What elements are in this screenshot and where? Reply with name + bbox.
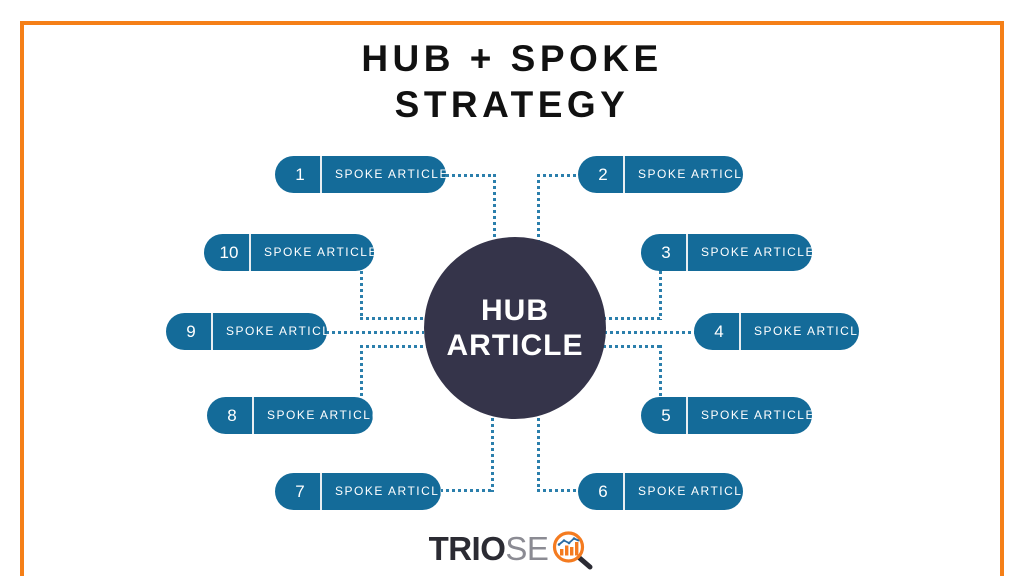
spoke-node-1[interactable]: 1 SPOKE ARTICLE <box>275 156 446 193</box>
spoke-node-5[interactable]: 5 SPOKE ARTICLE <box>641 397 812 434</box>
spoke-divider-4 <box>739 313 741 350</box>
connector-spoke-4-horizontal <box>604 331 702 334</box>
connector-spoke-2-horizontal <box>537 174 587 177</box>
spoke-label-8: SPOKE ARTICLE <box>267 408 373 422</box>
trioseo-logo[interactable]: TRIO SE <box>0 528 1024 570</box>
connector-spoke-2-vertical <box>537 174 540 244</box>
spoke-label-9: SPOKE ARTICLE <box>226 324 327 338</box>
spoke-number-10: 10 <box>219 243 239 262</box>
page-title: HUB + SPOKE STRATEGY <box>361 38 663 126</box>
spoke-label-2: SPOKE ARTICLE <box>638 167 743 181</box>
spoke-node-6[interactable]: 6 SPOKE ARTICLE <box>578 473 743 510</box>
spoke-number-7: 7 <box>295 482 305 501</box>
spoke-divider-9 <box>211 313 213 350</box>
connector-spoke-3-horizontal <box>603 317 662 320</box>
spoke-node-3[interactable]: 3 SPOKE ARTICLE <box>641 234 812 271</box>
spoke-divider-10 <box>249 234 251 271</box>
spoke-node-4[interactable]: 4 SPOKE ARTICLE <box>694 313 859 350</box>
spoke-label-7: SPOKE ARTICLE <box>335 484 441 498</box>
spoke-number-8: 8 <box>227 406 237 425</box>
spoke-divider-8 <box>252 397 254 434</box>
spoke-node-2[interactable]: 2 SPOKE ARTICLE <box>578 156 743 193</box>
magnifying-glass-bar-chart-icon <box>553 531 593 570</box>
connector-spoke-10-horizontal <box>360 317 428 320</box>
connector-spoke-5-vertical <box>659 345 662 398</box>
connector-spoke-6-vertical <box>537 412 540 492</box>
spoke-number-4: 4 <box>714 322 724 341</box>
hub-title-line-2: ARTICLE <box>446 329 584 362</box>
hub-title-line-1: HUB <box>481 293 549 327</box>
spoke-node-10[interactable]: 10 SPOKE ARTICLE <box>204 234 374 271</box>
logo-text-se: SE <box>505 530 549 567</box>
connector-spoke-3-vertical <box>659 271 662 320</box>
spoke-divider-2 <box>623 156 625 193</box>
spoke-number-2: 2 <box>598 165 608 184</box>
spoke-number-1: 1 <box>295 165 305 184</box>
connector-spoke-6-horizontal <box>537 489 591 492</box>
spoke-node-7[interactable]: 7 SPOKE ARTICLE <box>275 473 441 510</box>
connector-spoke-10-vertical <box>360 271 363 320</box>
connector-spoke-7-horizontal <box>440 489 494 492</box>
spoke-number-6: 6 <box>598 482 608 501</box>
connector-spoke-5-horizontal <box>603 345 662 348</box>
spoke-number-3: 3 <box>661 243 671 262</box>
logo-text-trio: TRIO <box>428 530 506 567</box>
hub-article-node[interactable]: HUB ARTICLE <box>424 237 606 419</box>
spoke-label-4: SPOKE ARTICLE <box>754 324 859 338</box>
connector-spoke-7-vertical <box>491 412 494 492</box>
spoke-number-5: 5 <box>661 406 671 425</box>
spoke-divider-1 <box>320 156 322 193</box>
spoke-divider-5 <box>686 397 688 434</box>
connector-spoke-8-horizontal <box>360 345 428 348</box>
spoke-label-6: SPOKE ARTICLE <box>638 484 743 498</box>
connector-spoke-1-horizontal <box>446 174 496 177</box>
spoke-divider-7 <box>320 473 322 510</box>
spoke-label-3: SPOKE ARTICLE <box>701 245 812 259</box>
spoke-number-9: 9 <box>186 322 196 341</box>
spoke-label-10: SPOKE ARTICLE <box>264 245 374 259</box>
connector-spoke-9-horizontal <box>326 331 424 334</box>
spoke-label-5: SPOKE ARTICLE <box>701 408 812 422</box>
spoke-label-1: SPOKE ARTICLE <box>335 167 446 181</box>
spoke-node-9[interactable]: 9 SPOKE ARTICLE <box>166 313 327 350</box>
spoke-node-8[interactable]: 8 SPOKE ARTICLE <box>207 397 373 434</box>
spoke-divider-3 <box>686 234 688 271</box>
spoke-divider-6 <box>623 473 625 510</box>
connector-spoke-1-vertical <box>493 174 496 244</box>
connector-spoke-8-vertical <box>360 345 363 398</box>
